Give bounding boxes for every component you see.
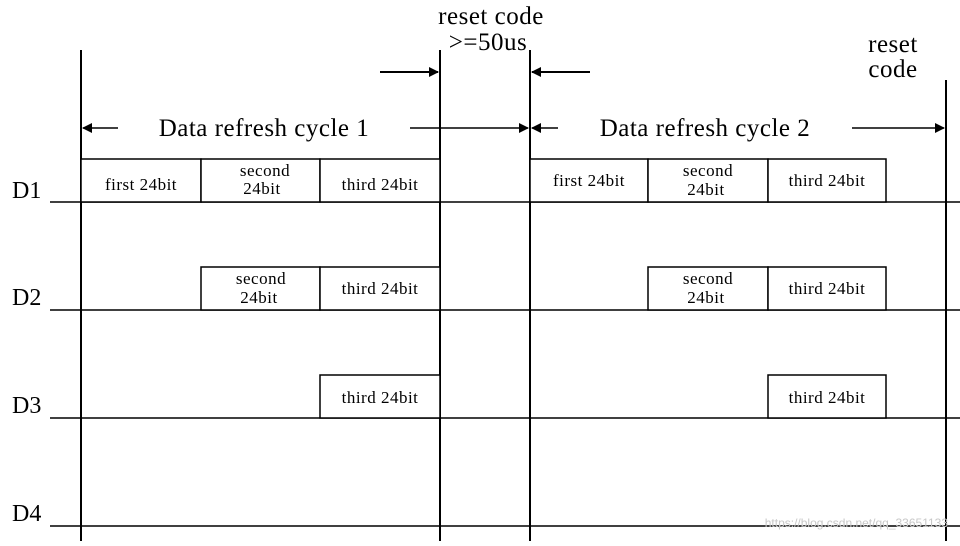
d1-c2-second-label-2: 24bit [687,180,724,199]
cycle1-label: Data refresh cycle 1 [159,115,370,142]
row-label-d2: D2 [12,285,41,311]
reset-code-right-label-1: reset [868,31,918,58]
d1-c1-third-label: third 24bit [342,175,419,194]
watermark: https://blog.csdn.net/qq_33651133 [765,516,949,530]
row-label-d3: D3 [12,393,41,419]
d1-c2-third-label: third 24bit [789,171,866,190]
d1-c1-first-label: first 24bit [105,175,177,194]
d2-c1-second-block [200,266,321,311]
d2-c2-third-block [767,266,887,311]
d3-c1-third-block [319,374,441,419]
d2-c2-second-label-2: 24bit [687,288,724,307]
d2-c1-third-label: third 24bit [342,279,419,298]
d1-c1-second-label-2: 24bit [243,179,280,198]
d2-c1-third-block [319,266,441,311]
d1-c2-third-block [767,158,887,203]
d2-c1-second-label-2: 24bit [240,288,277,307]
row-label-d1: D1 [12,178,41,204]
d1-c1-third-block [319,158,441,203]
reset-code-label: reset code [438,3,544,30]
row-label-d4: D4 [12,501,41,527]
d1-c2-first-label: first 24bit [553,171,625,190]
reset-code-right-label-2: code [868,56,917,83]
cycle2-label: Data refresh cycle 2 [600,115,811,142]
d3-c2-third-block [767,374,887,419]
reset-duration-label: >=50us [449,29,527,56]
d3-c2-third-label: third 24bit [789,388,866,407]
d3-c1-third-label: third 24bit [342,388,419,407]
d1-c2-second-label-1: second [683,161,733,180]
d2-c2-third-label: third 24bit [789,279,866,298]
d1-c1-second-label-1: second [240,161,290,180]
d2-c1-second-label-1: second [236,269,286,288]
d2-c2-second-label-1: second [683,269,733,288]
